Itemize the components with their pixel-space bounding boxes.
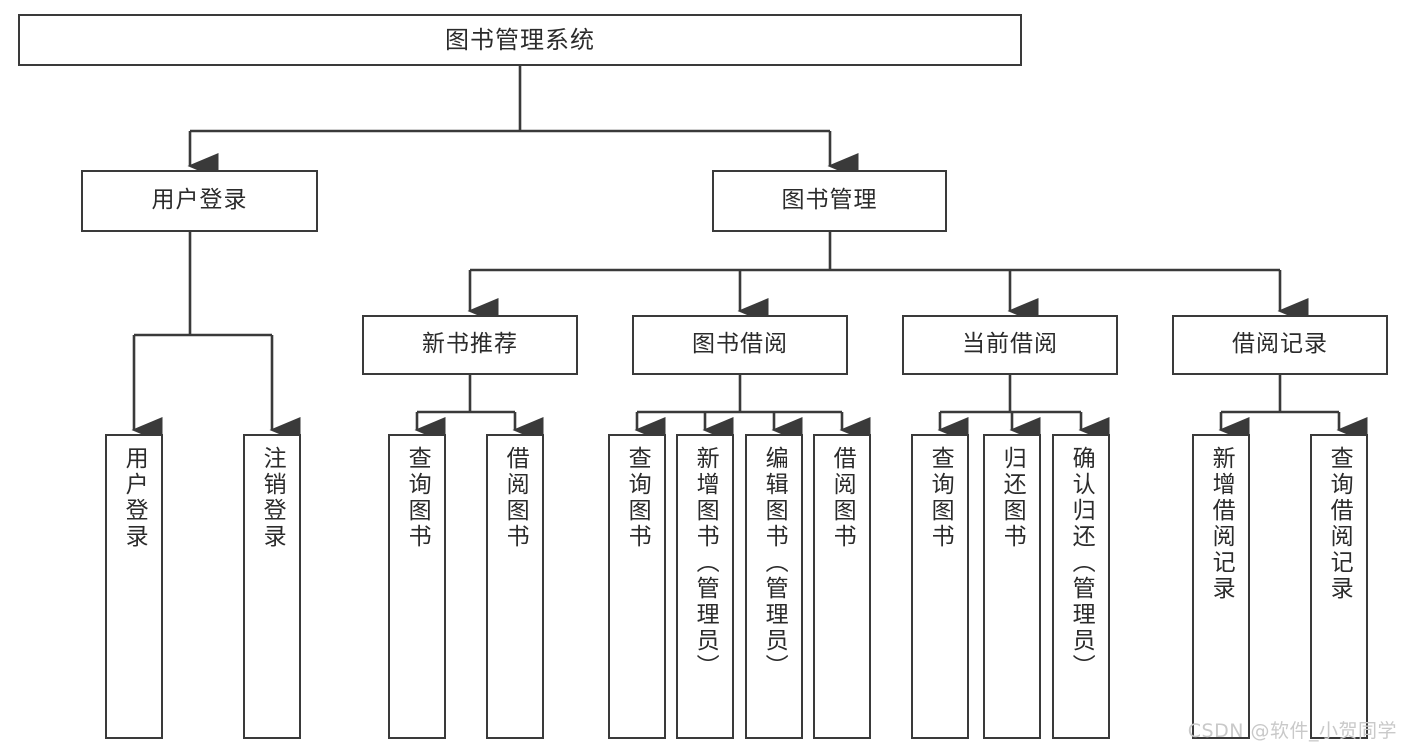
node-root[interactable]: 图书管理系统 [18, 14, 1022, 66]
watermark: CSDN @软件_小贺同学 [1187, 720, 1397, 742]
node-leaf-add-book-label: 新增图书（管理员） [692, 446, 719, 680]
node-leaf-query-book-3[interactable]: 查询图书 [911, 434, 969, 739]
node-leaf-return-book-label: 归还图书 [999, 446, 1026, 550]
node-leaf-query-book-2-label: 查询图书 [624, 446, 651, 550]
node-new-book-recommend[interactable]: 新书推荐 [362, 315, 578, 375]
node-root-label: 图书管理系统 [445, 25, 595, 54]
node-leaf-add-record-label: 新增借阅记录 [1208, 446, 1235, 602]
node-book-borrow[interactable]: 图书借阅 [632, 315, 848, 375]
node-borrow-record[interactable]: 借阅记录 [1172, 315, 1388, 375]
node-leaf-query-book-3-label: 查询图书 [927, 446, 954, 550]
node-leaf-add-record[interactable]: 新增借阅记录 [1192, 434, 1250, 739]
node-leaf-borrow-book-1-label: 借阅图书 [502, 446, 529, 550]
node-leaf-user-login[interactable]: 用户登录 [105, 434, 163, 739]
node-leaf-query-book-1-label: 查询图书 [404, 446, 431, 550]
node-user-login[interactable]: 用户登录 [81, 170, 318, 232]
node-leaf-confirm-return[interactable]: 确认归还（管理员） [1052, 434, 1110, 739]
node-leaf-edit-book-label: 编辑图书（管理员） [761, 446, 788, 680]
node-leaf-logout[interactable]: 注销登录 [243, 434, 301, 739]
node-book-management-label: 图书管理 [781, 187, 878, 214]
node-leaf-logout-label: 注销登录 [259, 446, 286, 550]
node-leaf-borrow-book-2[interactable]: 借阅图书 [813, 434, 871, 739]
node-user-login-label: 用户登录 [151, 187, 248, 214]
node-borrow-record-label: 借阅记录 [1232, 331, 1328, 358]
node-leaf-edit-book[interactable]: 编辑图书（管理员） [745, 434, 803, 739]
node-leaf-query-book-1[interactable]: 查询图书 [388, 434, 446, 739]
node-book-management[interactable]: 图书管理 [712, 170, 947, 232]
node-current-borrow[interactable]: 当前借阅 [902, 315, 1118, 375]
node-book-borrow-label: 图书借阅 [692, 331, 788, 358]
node-leaf-return-book[interactable]: 归还图书 [983, 434, 1041, 739]
node-leaf-confirm-return-label: 确认归还（管理员） [1068, 446, 1095, 680]
node-leaf-borrow-book-1[interactable]: 借阅图书 [486, 434, 544, 739]
node-leaf-add-book[interactable]: 新增图书（管理员） [676, 434, 734, 739]
node-leaf-query-record-label: 查询借阅记录 [1326, 446, 1353, 602]
node-leaf-query-record[interactable]: 查询借阅记录 [1310, 434, 1368, 739]
node-leaf-query-book-2[interactable]: 查询图书 [608, 434, 666, 739]
node-current-borrow-label: 当前借阅 [962, 331, 1058, 358]
node-leaf-user-login-label: 用户登录 [121, 446, 148, 550]
node-new-book-recommend-label: 新书推荐 [422, 331, 518, 358]
node-leaf-borrow-book-2-label: 借阅图书 [829, 446, 856, 550]
